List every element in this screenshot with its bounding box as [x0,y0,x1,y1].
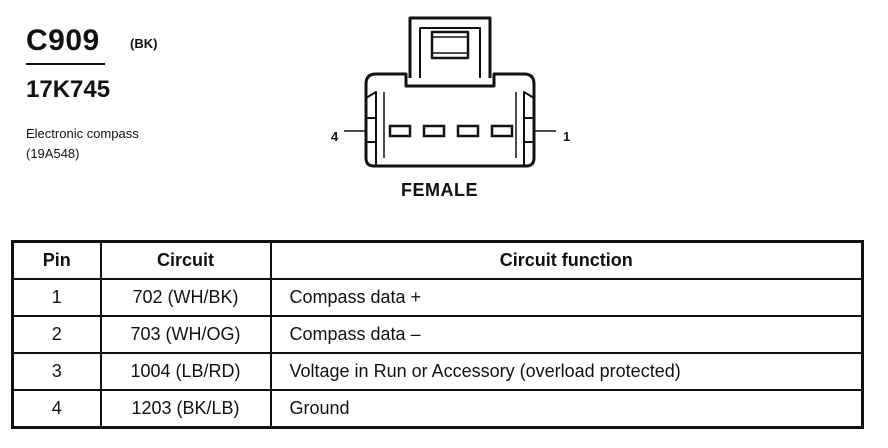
connector-id: C909 [26,24,100,57]
cell-pin: 4 [11,389,102,429]
component-name: Electronic compass [26,126,139,141]
cell-circuit: 1004 (LB/RD) [99,352,272,391]
table-row: 4 1203 (BK/LB) Ground [11,389,864,429]
title-underline [26,63,105,65]
table-row: 2 703 (WH/OG) Compass data – [11,315,864,354]
cell-circuit-function: Voltage in Run or Accessory (overload pr… [269,352,864,391]
cell-pin: 3 [11,352,102,391]
connector-face-diagram [344,16,556,168]
connector-gender-label: FEMALE [401,180,478,200]
connector-color: (BK) [130,36,158,51]
component-code: (19A548) [26,146,80,161]
pin-cavity-3 [422,124,446,138]
header-circuit-function: Circuit function [269,240,864,280]
connector-latch [408,16,492,78]
cell-circuit-function: Compass data – [269,315,864,354]
table-header-row: Pin Circuit Circuit function [11,240,864,280]
header-circuit: Circuit [99,240,272,280]
header-pin: Pin [11,240,102,280]
cell-pin: 1 [11,278,102,317]
part-number: 17K745 [26,76,111,103]
pin-cavity-4 [388,124,412,138]
pin-label-1: 1 [563,129,571,144]
latch-tab [430,30,470,60]
pin-cavity-2 [456,124,480,138]
cell-circuit: 703 (WH/OG) [99,315,272,354]
cell-circuit-function: Compass data + [269,278,864,317]
cell-circuit-function: Ground [269,389,864,429]
pinout-table: Pin Circuit Circuit function 1 702 (WH/B… [11,240,864,429]
table-row: 3 1004 (LB/RD) Voltage in Run or Accesso… [11,352,864,391]
connector-housing [364,72,536,168]
cell-circuit: 1203 (BK/LB) [99,389,272,429]
pin-label-4: 4 [331,129,339,144]
cell-circuit: 702 (WH/BK) [99,278,272,317]
table-row: 1 702 (WH/BK) Compass data + [11,278,864,317]
pin-cavity-1 [490,124,514,138]
cell-pin: 2 [11,315,102,354]
